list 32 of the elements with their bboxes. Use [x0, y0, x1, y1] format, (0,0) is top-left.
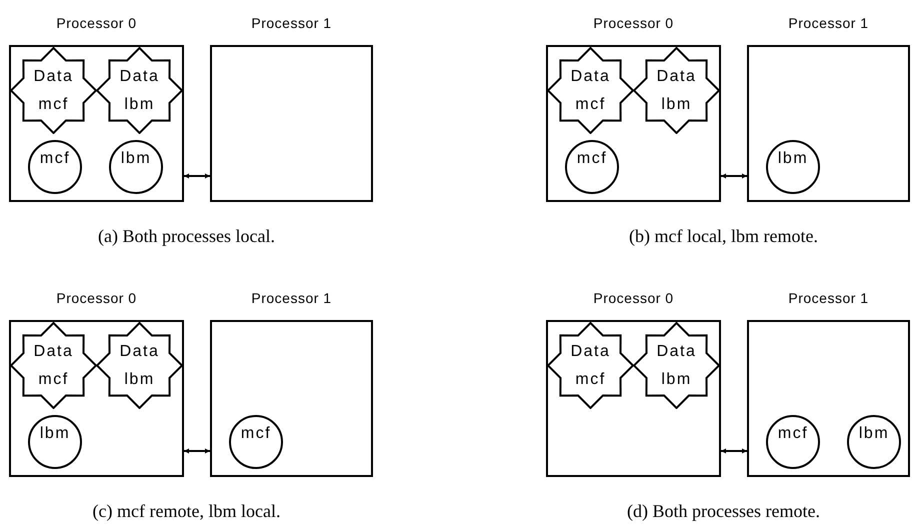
- data-label: Data lbm: [656, 66, 696, 114]
- processor-label: Processor 0: [592, 14, 675, 33]
- processor-label: Processor 0: [592, 289, 675, 308]
- process-label: mcf: [576, 150, 608, 168]
- process-label: mcf: [40, 150, 70, 168]
- double-arrow: [184, 174, 210, 178]
- data-label: Data lbm: [120, 342, 160, 390]
- subfigure-caption: (c) mcf remote, lbm local.: [92, 500, 282, 523]
- data-label: Data mcf: [570, 66, 610, 114]
- processor-label: Processor 0: [55, 289, 138, 308]
- process-label: lbm: [40, 425, 70, 443]
- double-arrow: [721, 174, 747, 178]
- processor-label: Processor 1: [787, 14, 870, 33]
- data-label: Data lbm: [120, 66, 160, 114]
- processor-label: Processor 1: [787, 289, 870, 308]
- processor-label: Processor 1: [250, 289, 333, 308]
- data-label: Data mcf: [34, 66, 74, 114]
- data-label: Data mcf: [570, 342, 610, 390]
- subfigure-caption: (b) mcf local, lbm remote.: [628, 225, 819, 248]
- process-label: mcf: [778, 425, 808, 443]
- process-label: lbm: [858, 425, 890, 443]
- subfigure-caption: (a) Both processes local.: [97, 225, 276, 248]
- processor-label: Processor 0: [55, 14, 138, 33]
- double-arrow: [721, 448, 747, 454]
- processor-label: Processor 1: [250, 14, 333, 33]
- subfigure-caption: (d) Both processes remote.: [626, 500, 821, 523]
- data-label: Data lbm: [656, 342, 696, 390]
- process-label: lbm: [778, 150, 808, 168]
- process-label: mcf: [240, 425, 272, 443]
- data-label: Data mcf: [34, 342, 74, 390]
- double-arrow: [184, 448, 210, 454]
- process-label: lbm: [120, 150, 152, 168]
